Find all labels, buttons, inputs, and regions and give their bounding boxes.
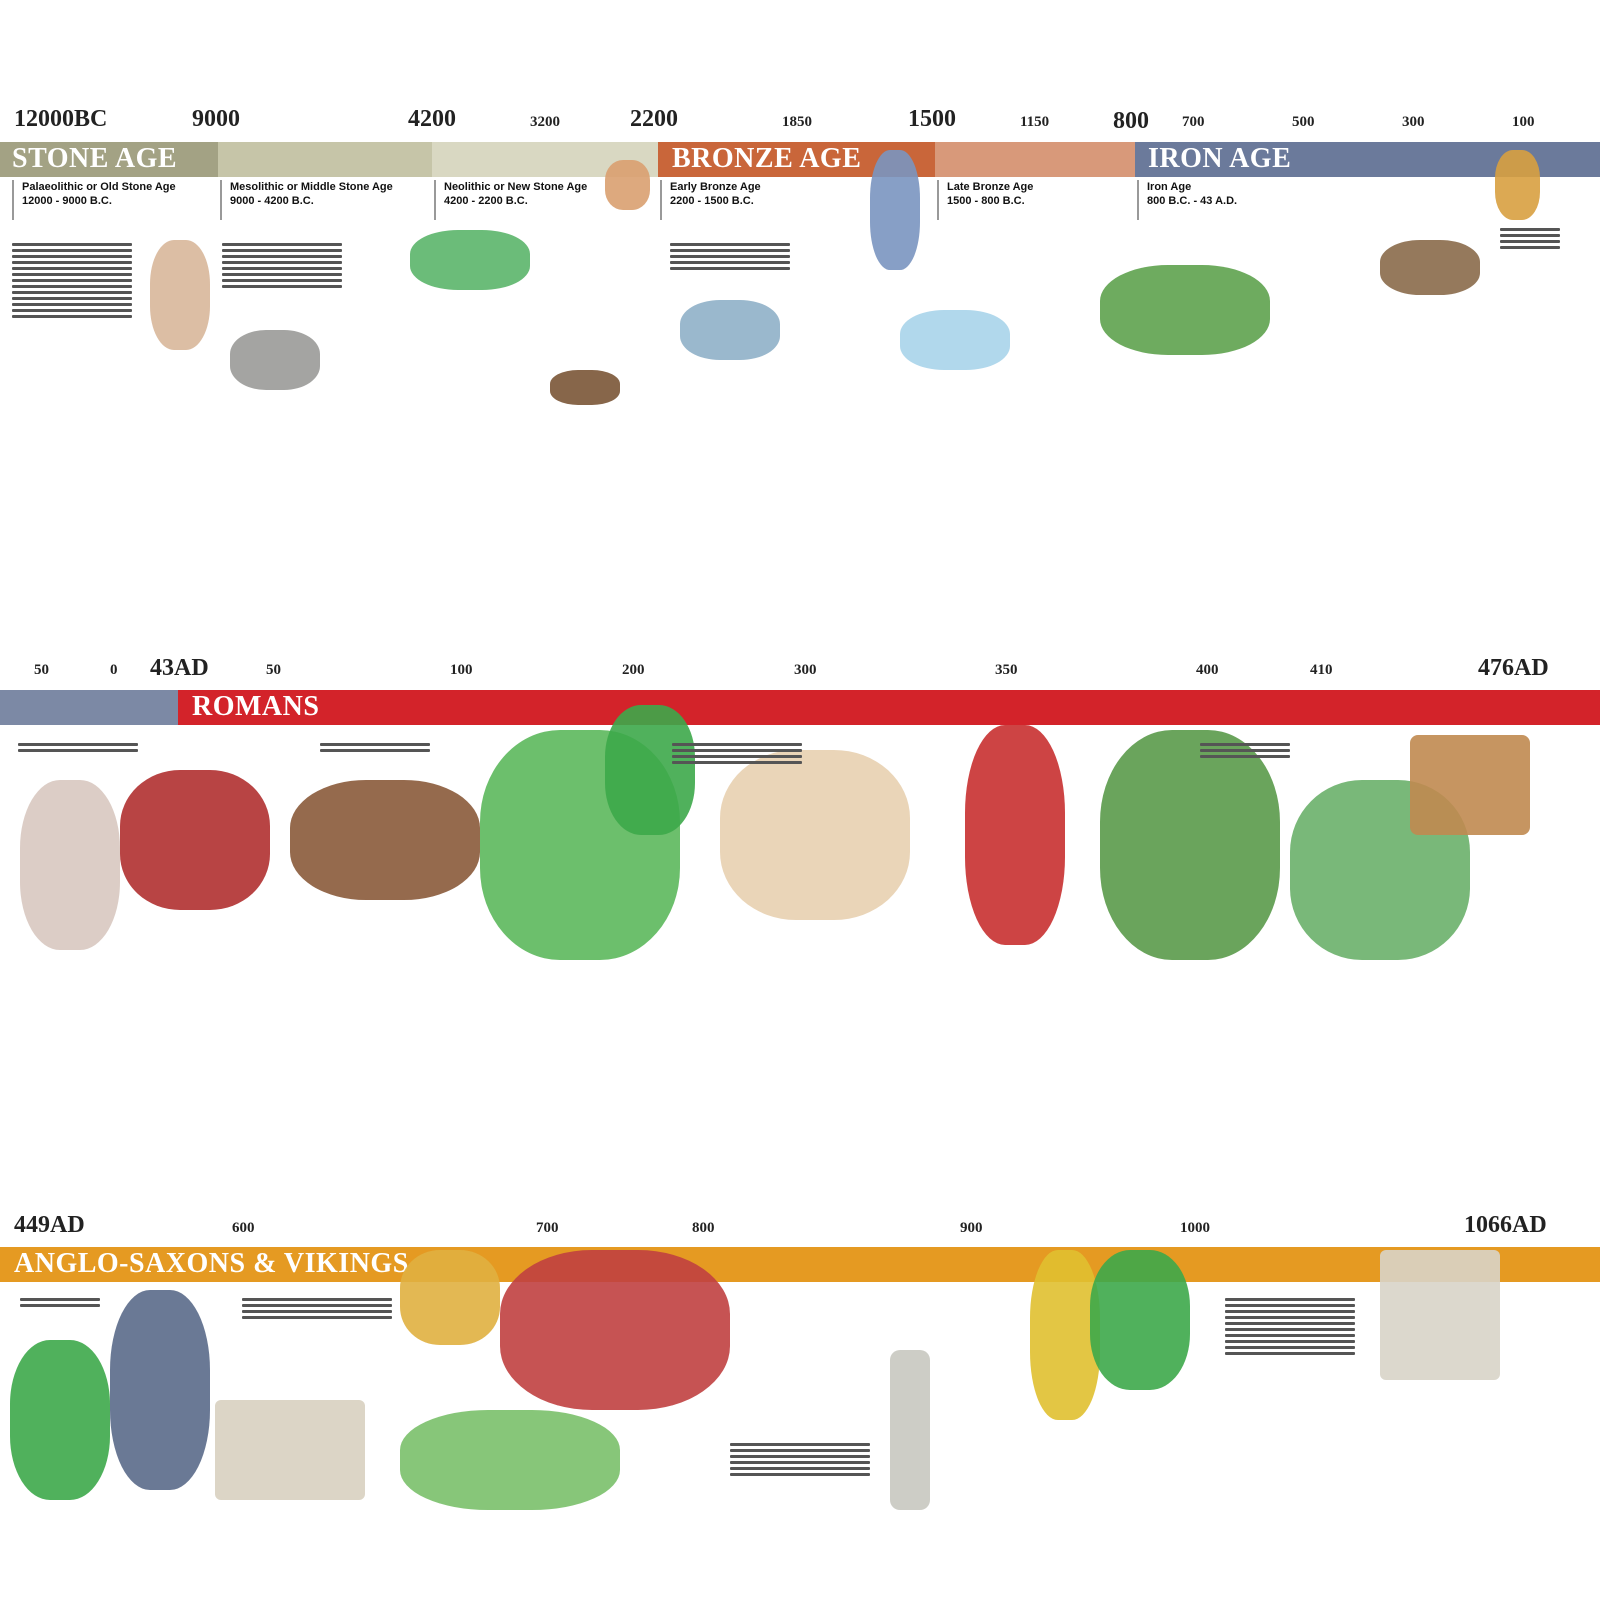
wolf-illustration (550, 370, 620, 405)
tick: 50 (34, 662, 49, 678)
band-late-bronze (935, 142, 1135, 177)
tick: 0 (110, 662, 118, 678)
tick: 410 (1310, 662, 1333, 678)
tick: 449AD (14, 1212, 85, 1238)
tick: 800 (1113, 108, 1149, 134)
tick: 1150 (1020, 114, 1050, 130)
event-text (672, 740, 802, 767)
event-text (1500, 225, 1560, 252)
tick: 300 (1402, 114, 1425, 130)
kingdoms-map-illustration (10, 1340, 110, 1500)
tick: 50 (266, 662, 281, 678)
caveman-illustration (150, 240, 210, 350)
tick: 4200 (408, 106, 456, 132)
tick: 1500 (908, 106, 956, 132)
event-text (242, 1295, 392, 1322)
tick: 3200 (530, 114, 560, 130)
lindisfarne-illustration (400, 1410, 620, 1510)
tick: 476AD (1478, 655, 1549, 681)
era-title: STONE AGE (12, 143, 178, 174)
tick: 1066AD (1464, 1212, 1547, 1238)
pot-illustration (605, 160, 650, 210)
roundhouse-illustration (1380, 240, 1480, 295)
event-text (18, 740, 138, 755)
era-title: BRONZE AGE (672, 143, 862, 174)
roman-soldier-illustration (20, 780, 120, 950)
band-iron-age-end (0, 690, 178, 725)
henge-illustration (410, 230, 530, 290)
tick: 350 (995, 662, 1018, 678)
event-text (320, 740, 430, 755)
band-anglo-saxons (0, 1247, 1600, 1282)
tick: 12000BC (14, 106, 108, 132)
viking-ship-illustration (500, 1250, 730, 1410)
tick: 200 (622, 662, 645, 678)
britain-map-illustration (605, 705, 695, 835)
dolmen-illustration (230, 330, 320, 390)
tick: 800 (692, 1220, 715, 1236)
tick: 900 (960, 1220, 983, 1236)
italy-map-illustration (1100, 730, 1280, 960)
era-title: ANGLO-SAXONS & VIKINGS (14, 1248, 409, 1279)
event-text (730, 1440, 870, 1479)
tick: 300 (794, 662, 817, 678)
tick: 100 (1512, 114, 1535, 130)
tick: 2200 (630, 106, 678, 132)
tick: 1000 (1180, 1220, 1210, 1236)
legion-illustration (120, 770, 270, 910)
church-illustration (215, 1400, 365, 1500)
era-title: IRON AGE (1148, 143, 1292, 174)
boudica-chariot-illustration (290, 780, 480, 900)
saxon-warrior-illustration (110, 1290, 210, 1490)
tick: 700 (1182, 114, 1205, 130)
hillfort-illustration (1100, 265, 1270, 355)
era-title: ROMANS (192, 691, 320, 722)
saint-illustration (965, 725, 1065, 945)
event-text (20, 1295, 100, 1310)
stonehenge-illustration (900, 310, 1010, 370)
tick: 9000 (192, 106, 240, 132)
event-text (1225, 1295, 1355, 1358)
coins-illustration (1495, 150, 1540, 220)
band-stone-age (0, 142, 218, 177)
alfred-illustration (1030, 1250, 1100, 1420)
band-romans (178, 690, 1600, 725)
bronze-worker-illustration (870, 150, 920, 270)
timber-circle-illustration (680, 300, 780, 360)
event-text (670, 240, 790, 273)
event-text (12, 240, 132, 321)
tick: 700 (536, 1220, 559, 1236)
england-map-illustration (1090, 1250, 1190, 1390)
round-tower-illustration (890, 1350, 930, 1510)
emperor-illustration (720, 750, 910, 920)
tick: 43AD (150, 655, 209, 681)
event-text (222, 240, 342, 291)
event-text (1200, 740, 1290, 761)
tick: 100 (450, 662, 473, 678)
tick: 500 (1292, 114, 1315, 130)
colosseum-illustration (1410, 735, 1530, 835)
king-illustration (400, 1250, 500, 1345)
castle-illustration (1380, 1250, 1500, 1380)
tick: 1850 (782, 114, 812, 130)
tick: 400 (1196, 662, 1219, 678)
band-mesolithic (218, 142, 432, 177)
tick: 600 (232, 1220, 255, 1236)
